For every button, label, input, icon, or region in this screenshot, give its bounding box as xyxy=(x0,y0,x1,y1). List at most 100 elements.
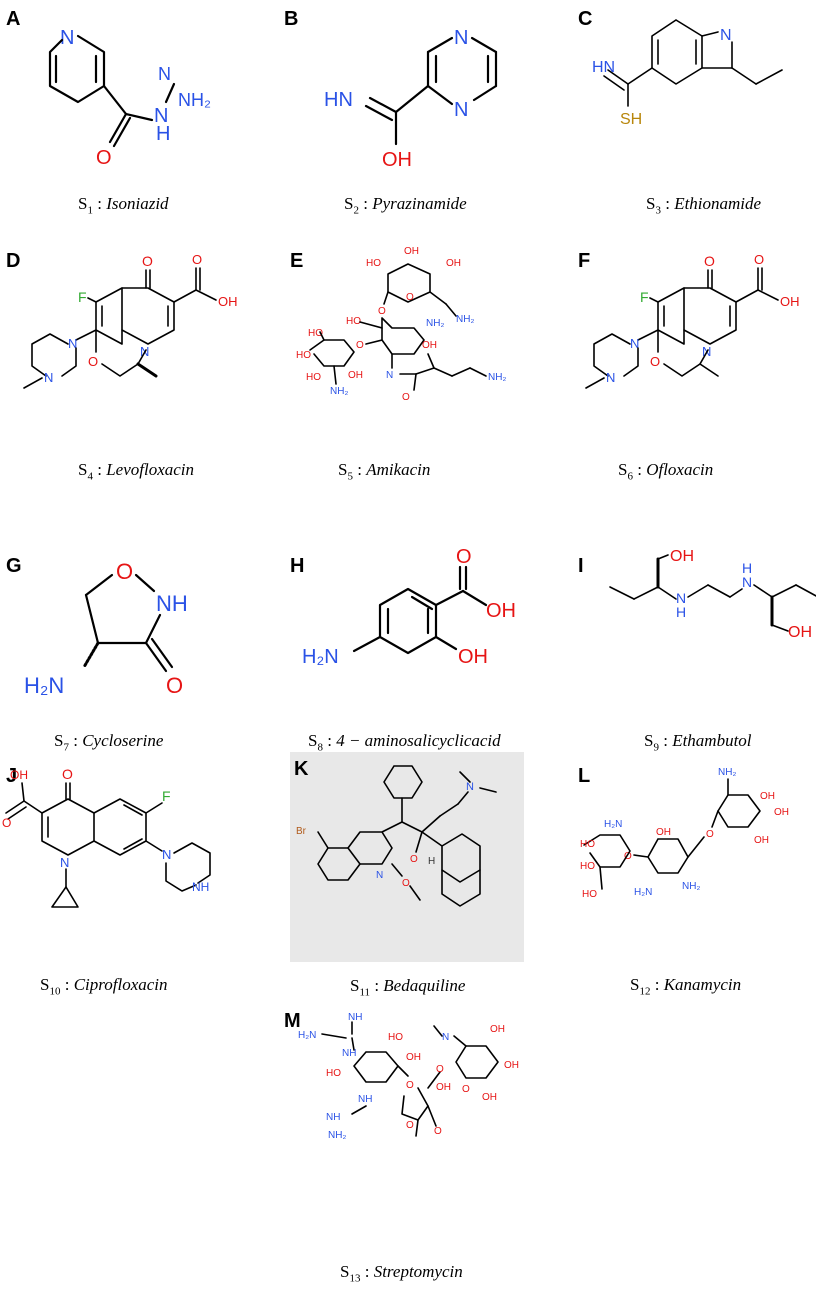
caption-a: S1 : Isoniazid xyxy=(78,194,169,217)
panel-m: M NH H₂N NH HO OH HO NH NH NH₂ O O OH O … xyxy=(284,1010,584,1284)
svg-text:OH: OH xyxy=(348,370,363,381)
svg-text:SH: SH xyxy=(620,111,642,128)
panel-k: K N O H N O Br S11 : Bedaquiline xyxy=(290,752,560,1002)
panel-j: J OH O O F N N NH S10 : Ciprofloxacin xyxy=(2,765,276,998)
structure-amikacin: OH HO OH O NH₂ O HO NH₂ O N O OH NH₂ HO … xyxy=(296,246,506,403)
svg-text:OH: OH xyxy=(422,340,437,351)
panel-c: C N HN SH S3 : Ethionamide xyxy=(578,8,814,218)
structure-pyrazinamide: N N HN OH xyxy=(324,27,498,171)
svg-text:HO: HO xyxy=(366,258,381,269)
panel-e: E OH HO OH O NH₂ O HO NH₂ O N O OH NH₂ H… xyxy=(290,246,560,483)
svg-text:N: N xyxy=(386,370,393,381)
structure-cycloserine: O NH O H₂N xyxy=(24,559,188,698)
svg-text:NH₂: NH₂ xyxy=(456,314,474,325)
svg-text:NH₂: NH₂ xyxy=(328,1130,346,1141)
svg-text:N: N xyxy=(630,336,639,351)
svg-text:HO: HO xyxy=(326,1068,341,1079)
caption-e: S5 : Amikacin xyxy=(338,460,431,483)
svg-text:O: O xyxy=(166,673,183,698)
caption-k: S11 : Bedaquiline xyxy=(350,976,466,999)
svg-text:N: N xyxy=(442,1032,449,1043)
panel-label-b: B xyxy=(284,8,299,30)
svg-text:O: O xyxy=(410,854,418,865)
svg-text:OH: OH xyxy=(404,246,419,257)
svg-text:OH: OH xyxy=(504,1060,519,1071)
svg-text:O: O xyxy=(116,559,133,584)
svg-text:N: N xyxy=(454,27,468,49)
structure-bedaquiline: N O H N O Br xyxy=(296,765,497,907)
svg-text:O: O xyxy=(88,354,98,369)
svg-text:F: F xyxy=(640,289,649,305)
panel-k-background xyxy=(290,752,524,962)
caption-f: S6 : Ofloxacin xyxy=(618,460,714,483)
svg-text:O: O xyxy=(2,816,11,830)
svg-text:HN: HN xyxy=(324,89,353,111)
svg-text:O: O xyxy=(462,1084,470,1095)
panel-h: H O OH OH H₂N S8 : 4 − aminosalicyclicac… xyxy=(290,546,560,755)
svg-text:O: O xyxy=(436,1064,444,1075)
svg-text:O: O xyxy=(434,1126,442,1137)
caption-j: S10 : Ciprofloxacin xyxy=(40,975,168,998)
structure-kanamycin: NH₂ OH OH OH O OH NH₂ H₂N O H₂N HO HO HO xyxy=(580,767,789,900)
panel-f: F O O OH F N N N O S6 : Ofloxacin xyxy=(578,250,814,483)
atom-h2n-end: NH₂ xyxy=(178,90,211,110)
panel-label-i: I xyxy=(578,555,584,577)
structure-levofloxacin: O O OH F N N N O xyxy=(23,252,238,389)
caption-l: S12 : Kanamycin xyxy=(630,975,742,998)
svg-text:N: N xyxy=(454,99,468,121)
svg-text:H₂N: H₂N xyxy=(24,673,64,698)
caption-i: S9 : Ethambutol xyxy=(644,731,752,754)
svg-text:O: O xyxy=(406,1120,414,1131)
panel-label-k: K xyxy=(294,758,309,780)
svg-text:N: N xyxy=(44,370,53,385)
svg-text:NH₂: NH₂ xyxy=(682,881,700,892)
svg-text:O: O xyxy=(356,340,364,351)
svg-text:OH: OH xyxy=(218,294,238,309)
svg-text:Br: Br xyxy=(296,826,307,837)
panel-label-l: L xyxy=(578,765,591,787)
panel-label-e: E xyxy=(290,250,304,272)
svg-text:NH₂: NH₂ xyxy=(426,318,444,329)
svg-text:H: H xyxy=(742,560,752,576)
panel-b: B N N HN OH S2 : Pyrazinamide xyxy=(284,8,544,218)
svg-text:O: O xyxy=(456,546,472,568)
svg-text:F: F xyxy=(162,788,171,804)
panel-label-g: G xyxy=(6,555,22,577)
svg-text:OH: OH xyxy=(754,835,769,846)
svg-text:HO: HO xyxy=(580,839,595,850)
svg-text:N: N xyxy=(606,370,615,385)
svg-text:H₂N: H₂N xyxy=(604,819,622,830)
svg-text:HO: HO xyxy=(306,372,321,383)
panel-label-d: D xyxy=(6,250,21,272)
svg-text:N: N xyxy=(742,574,752,590)
caption-h: S8 : 4 − aminosalicyclicacid xyxy=(308,731,501,754)
svg-text:NH₂: NH₂ xyxy=(488,372,506,383)
svg-text:O: O xyxy=(402,878,410,889)
svg-text:N: N xyxy=(676,590,686,606)
caption-b: S2 : Pyrazinamide xyxy=(344,194,467,217)
panel-label-a: A xyxy=(6,8,21,30)
svg-text:OH: OH xyxy=(458,646,488,668)
atom-nh: H xyxy=(156,123,170,145)
panel-d: D O O OH F N N N O S4 : Levofloxacin xyxy=(6,250,266,482)
structure-ofloxacin: O O OH F N N N O xyxy=(585,252,800,389)
svg-text:O: O xyxy=(62,766,73,782)
svg-text:OH: OH xyxy=(436,1082,451,1093)
svg-text:OH: OH xyxy=(10,768,28,782)
structure-streptomycin: NH H₂N NH HO OH HO NH NH NH₂ O O OH O O … xyxy=(298,1012,519,1141)
svg-text:NH: NH xyxy=(192,880,209,894)
svg-text:NH: NH xyxy=(326,1112,340,1123)
svg-text:O: O xyxy=(754,252,764,267)
svg-text:HO: HO xyxy=(582,889,597,900)
svg-text:NH: NH xyxy=(156,591,188,616)
svg-text:O: O xyxy=(192,252,202,267)
svg-text:OH: OH xyxy=(406,1052,421,1063)
atom-nh2: N xyxy=(158,64,171,84)
svg-text:OH: OH xyxy=(486,600,516,622)
svg-text:F: F xyxy=(78,289,87,305)
caption-g: S7 : Cycloserine xyxy=(54,731,164,754)
svg-text:NH: NH xyxy=(342,1048,356,1059)
svg-text:N: N xyxy=(162,847,171,862)
svg-text:HO: HO xyxy=(388,1032,403,1043)
svg-text:O: O xyxy=(406,292,414,303)
